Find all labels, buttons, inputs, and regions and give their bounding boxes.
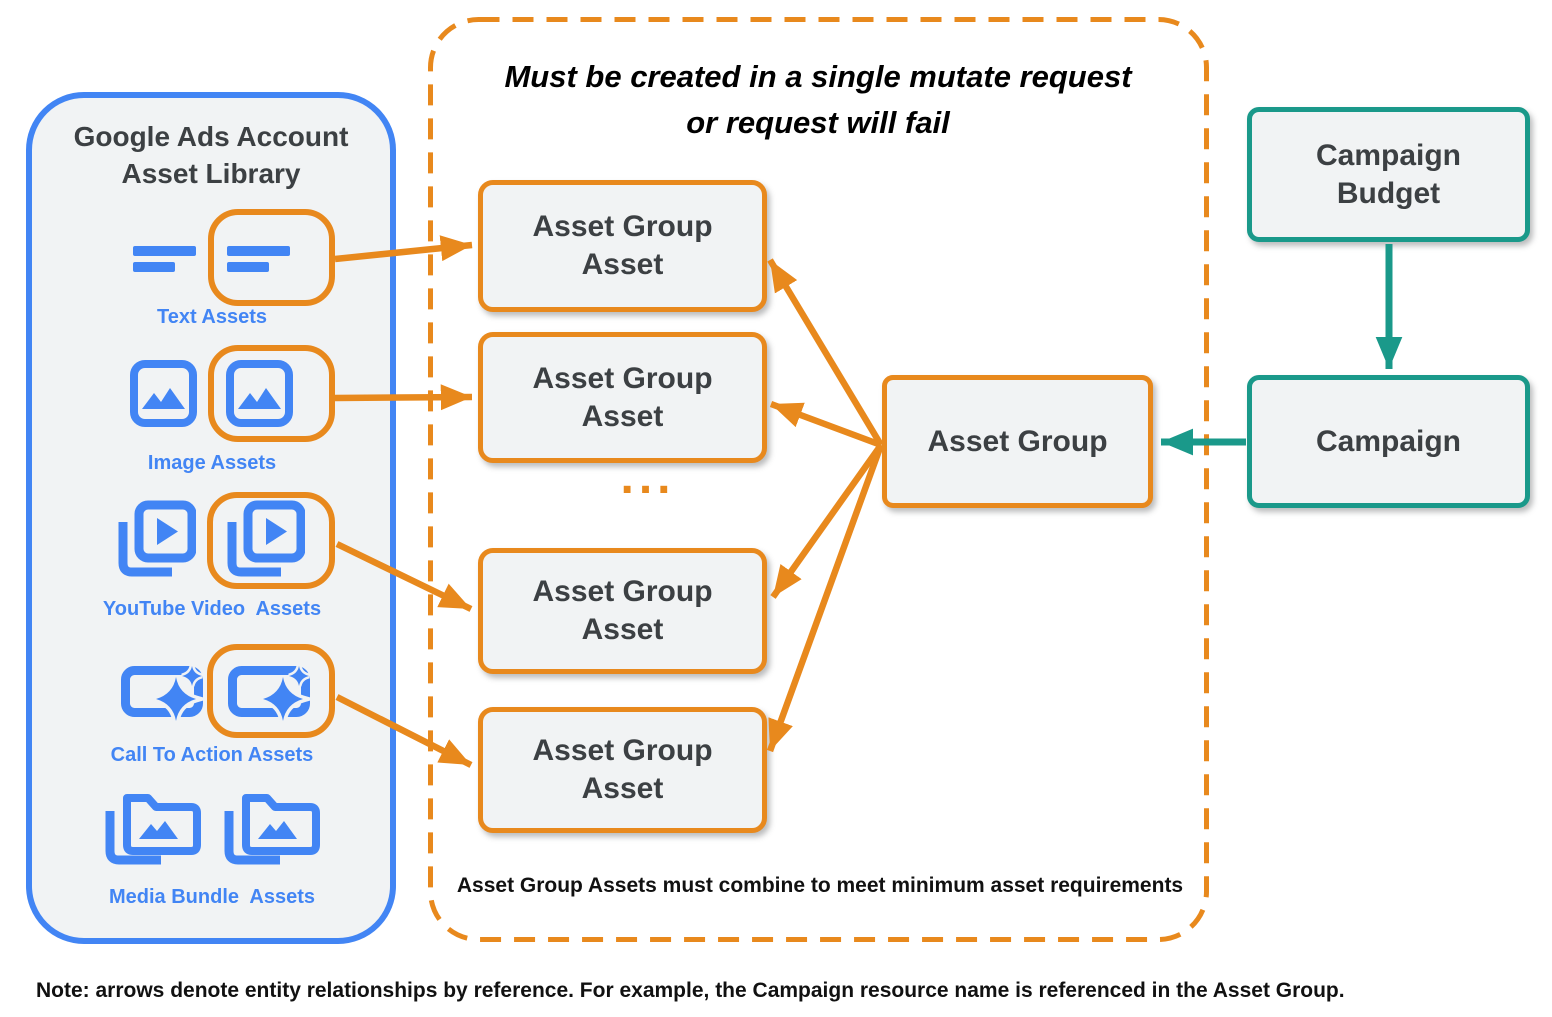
asset-library-title: Google Ads Account Asset Library (73, 121, 349, 189)
text-asset-icon (227, 246, 290, 272)
image-assets-label: Image Assets (147, 452, 277, 474)
youtube-video-asset-icon (118, 500, 196, 577)
asset-group-asset-box-4: Asset Group Asset (478, 707, 767, 833)
campaign-box: Campaign (1247, 375, 1530, 508)
asset-group-asset-box-3: Asset Group Asset (478, 548, 767, 674)
asset-group-asset-box-2: Asset Group Asset (478, 332, 767, 463)
asset-group-reference-arrows (766, 258, 885, 753)
image-asset-icon (130, 360, 197, 427)
call-to-action-asset-selection-outline (207, 644, 335, 738)
mutate-request-heading: Must be created in a single mutate reque… (448, 54, 1188, 146)
call-to-action-asset-icon (121, 665, 203, 722)
mutate-request-heading-line1: Must be created in a single mutate reque… (504, 59, 1132, 94)
text-assets-label: Text Assets (156, 306, 268, 328)
asset-group-asset-label: Asset Group Asset (532, 575, 713, 646)
campaign-budget-box: Campaign Budget (1247, 107, 1530, 242)
youtube-video-assets-label: YouTube Video Assets (102, 598, 322, 620)
media-bundle-asset-icon (224, 794, 320, 865)
media-bundle-assets-label: Media Bundle Assets (109, 886, 315, 908)
text-asset-selection-outline (208, 209, 335, 306)
campaign-budget-label: Campaign Budget (1315, 138, 1462, 210)
asset-group-asset-label: Asset Group Asset (532, 361, 713, 433)
more-assets-ellipsis: ... (620, 451, 676, 504)
campaign-label: Campaign (1315, 424, 1462, 458)
text-asset-icon (133, 246, 196, 272)
image-asset-icon (226, 360, 293, 427)
call-to-action-asset-icon (228, 665, 310, 722)
diagram-footnote: Note: arrows denote entity relationships… (36, 979, 1345, 1002)
image-asset-selection-outline (208, 345, 335, 442)
asset-group-asset-label: Asset Group Asset (532, 734, 713, 805)
media-bundle-asset-icon (105, 794, 201, 865)
youtube-video-asset-selection-outline (207, 492, 335, 589)
asset-group-asset-box-1: Asset Group Asset (478, 180, 767, 312)
mutate-request-heading-line2: or request will fail (686, 105, 950, 140)
asset-group-label: Asset Group (927, 424, 1108, 458)
minimum-asset-requirements-note: Asset Group Assets must combine to meet … (456, 874, 1184, 897)
asset-group-asset-label: Asset Group Asset (532, 210, 713, 281)
call-to-action-assets-label: Call To Action Assets (110, 744, 314, 766)
asset-group-box: Asset Group (882, 375, 1153, 508)
